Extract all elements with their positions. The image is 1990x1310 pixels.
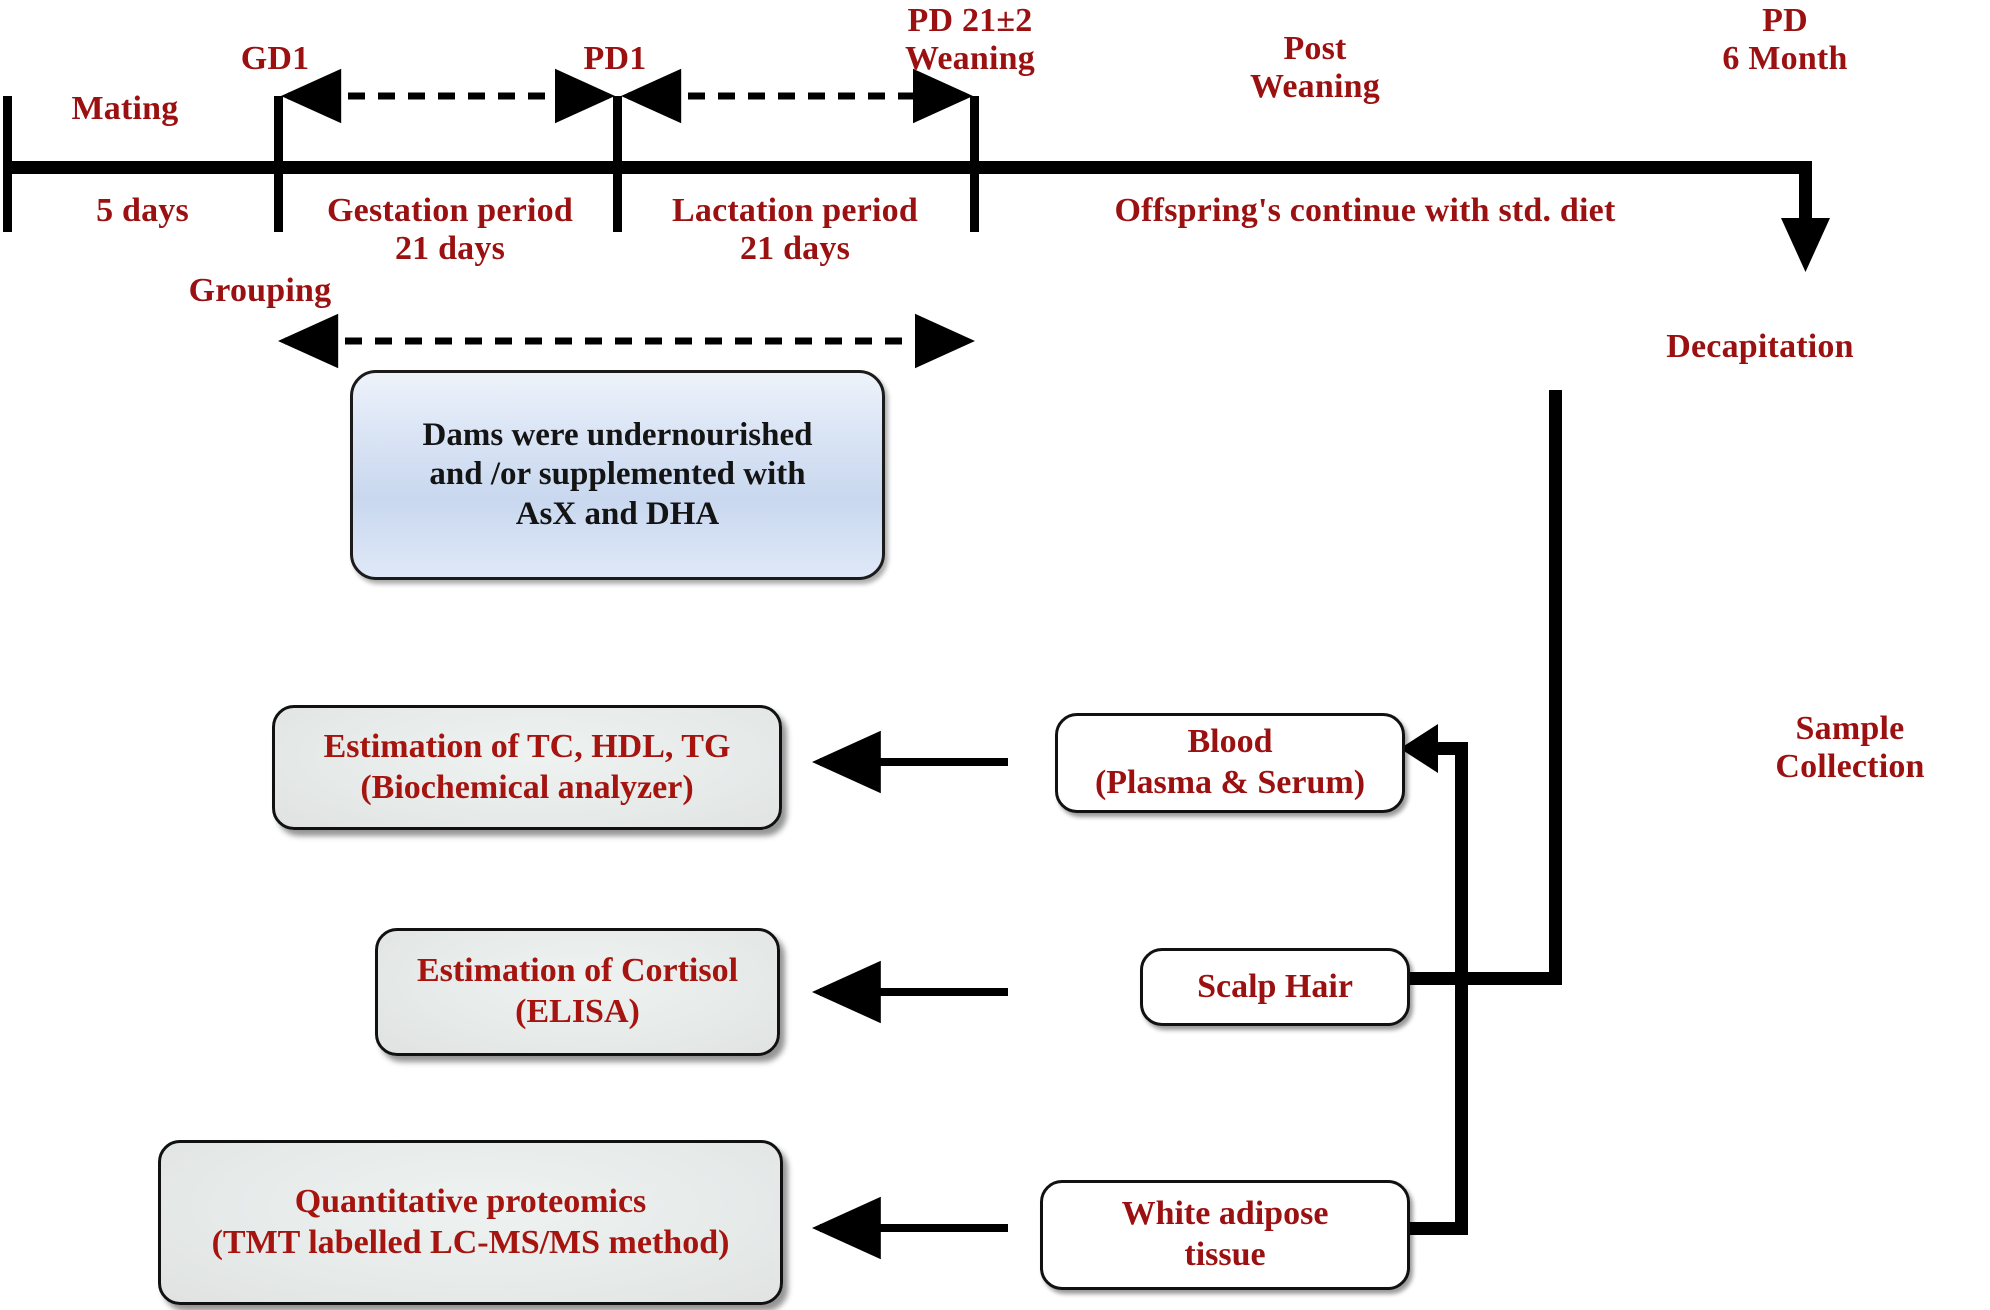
timeline-label-post-weaning: Post Weaning (1250, 30, 1380, 106)
sample-box-scalp-hair-text: Scalp Hair (1197, 967, 1353, 1005)
sample-box-blood-text: Blood (Plasma & Serum) (1094, 723, 1366, 801)
timeline-label-pd-6-month: PD 6 Month (1722, 2, 1848, 78)
timeline-label-gd1: GD1 (240, 40, 310, 77)
analysis-box-cortisol-text: Estimation of Cortisol (ELISA) (416, 952, 739, 1030)
timeline-label-lactation-period: Lactation period 21 days (672, 192, 918, 268)
analysis-box-lipid-panel-text: Estimation of TC, HDL, TG (Biochemical a… (323, 727, 731, 806)
timeline-label-pd1: PD1 (583, 40, 647, 77)
timeline-label-offspring-diet: Offspring's continue with std. diet (1114, 192, 1616, 229)
analysis-box-lipid-panel[interactable]: Estimation of TC, HDL, TG (Biochemical a… (272, 705, 782, 830)
sample-box-white-adipose-tissue[interactable]: White adipose tissue (1040, 1180, 1410, 1290)
analysis-box-cortisol[interactable]: Estimation of Cortisol (ELISA) (375, 928, 780, 1056)
decapitation-label: Decapitation (1666, 328, 1854, 365)
timeline-label-grouping: Grouping (188, 272, 332, 309)
analysis-box-proteomics-text: Quantitative proteomics (TMT labelled LC… (211, 1182, 730, 1261)
sample-box-white-adipose-tissue-text: White adipose tissue (1121, 1195, 1329, 1273)
timeline-label-mating: Mating (71, 90, 179, 127)
timeline-label-5-days: 5 days (96, 192, 189, 229)
analysis-arrows (811, 730, 1008, 1260)
treatment-box[interactable]: Dams were undernourished and /or supplem… (350, 370, 885, 580)
sample-box-blood[interactable]: Blood (Plasma & Serum) (1055, 713, 1405, 813)
decapitation-trunk (1460, 390, 1562, 985)
analysis-box-proteomics[interactable]: Quantitative proteomics (TMT labelled LC… (158, 1140, 783, 1305)
timeline-label-gestation-period: Gestation period 21 days (327, 192, 573, 268)
sample-box-scalp-hair[interactable]: Scalp Hair (1140, 948, 1410, 1026)
timeline-label-weaning: PD 21±2 Weaning (905, 2, 1035, 78)
sample-collection-label: Sample Collection (1775, 710, 1925, 786)
treatment-box-text: Dams were undernourished and /or supplem… (422, 416, 813, 532)
